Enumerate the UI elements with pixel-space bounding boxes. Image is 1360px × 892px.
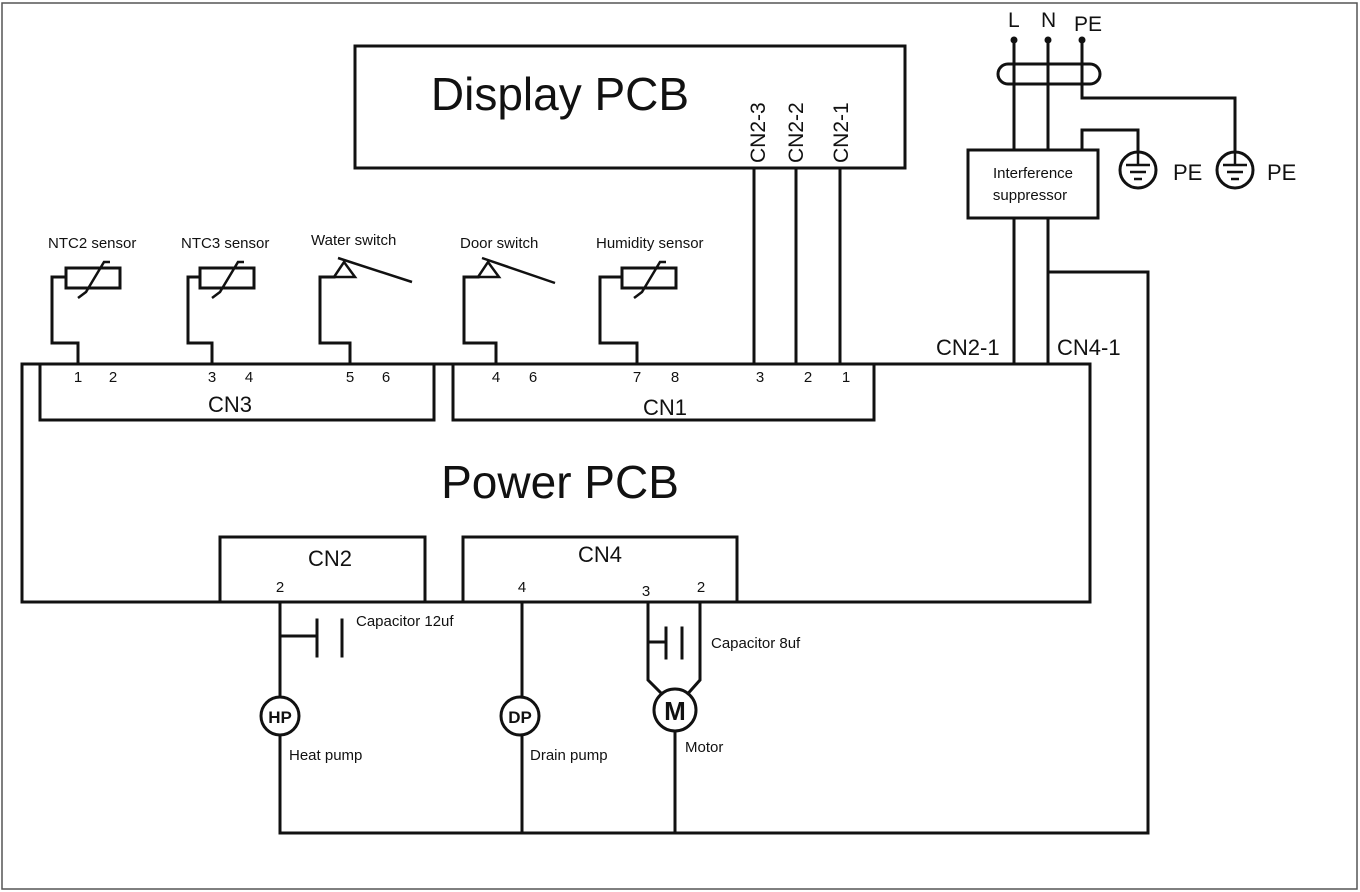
ntc2-sensor-label: NTC2 sensor [48,235,136,252]
cn3-pin: 2 [109,369,117,386]
pe-ground-label-2: PE [1267,160,1296,185]
switch-icon [475,256,556,285]
connector-cn3-label: CN3 [208,392,252,417]
cn4-pin: 3 [642,583,650,600]
capacitor-8uf-label: Capacitor 8uf [711,635,801,652]
door-switch-label: Door switch [460,235,538,252]
heat-pump-symbol: HP [268,708,292,727]
ntc3-sensor-label: NTC3 sensor [181,235,269,252]
mains-l-label: L [1008,9,1020,32]
water-switch-loop [318,275,352,366]
connector-cn2-outline [218,535,427,604]
motor-label: Motor [685,739,723,756]
mains-pe-label: PE [1074,13,1102,36]
drain-pump-label: Drain pump [530,747,608,764]
power-pcb-box [20,362,1092,604]
cn3-pin: 6 [382,369,390,386]
cn1-pin: 3 [756,369,764,386]
drain-pump-symbol: DP [508,708,532,727]
cn1-pin: 7 [633,369,641,386]
ground-icon [1118,150,1158,190]
wire-neutral-return [278,270,1150,835]
heat-pump-label: Heat pump [289,747,362,764]
cn1-pin: 8 [671,369,679,386]
connector-cn4-label: CN4 [578,542,622,567]
wire-motor-2 [681,600,702,701]
thermistor-icon [64,260,122,299]
suppressor-label-2: suppressor [993,187,1067,204]
mains-cn4-1-label: CN4-1 [1057,335,1121,360]
wire-suppressor-ground [1080,128,1140,152]
cn1-pin: 1 [842,369,850,386]
pe-ground-label-1: PE [1173,160,1202,185]
cn3-pin: 1 [74,369,82,386]
mains-n-label: N [1041,9,1056,32]
wire-motor-3 [646,600,669,701]
door-switch-loop [462,275,498,366]
mains-cn2-1-label: CN2-1 [936,335,1000,360]
ntc2-sensor-loop [50,275,80,366]
connector-cn1-outline [451,362,876,422]
heat-pump-icon [259,695,301,737]
interference-suppressor-box [966,148,1100,220]
cn4-pin: 4 [518,579,526,596]
humidity-sensor-label: Humidity sensor [596,235,704,252]
capacitor-icon [315,618,344,658]
display-connector-cn2-1: CN2-1 [830,102,853,163]
connector-cn3-outline [38,362,436,422]
capacitor-icon [664,626,684,660]
cable-sheath [996,62,1102,86]
water-switch-label: Water switch [311,232,396,249]
cn2-pin: 2 [276,579,284,596]
connector-cn2-label: CN2 [308,546,352,571]
power-pcb-title: Power PCB [441,456,679,508]
connector-cn4-outline [461,535,739,604]
capacitor-12uf-label: Capacitor 12uf [356,613,454,630]
display-connector-cn2-2: CN2-2 [785,102,808,163]
ground-icon [1215,150,1255,190]
display-pcb-box [353,44,907,170]
cn3-pin: 5 [346,369,354,386]
cn3-pin: 3 [208,369,216,386]
cn4-pin: 2 [697,579,705,596]
display-pcb-title: Display PCB [431,68,689,120]
motor-symbol: M [664,696,686,726]
thermistor-icon [198,260,256,299]
display-connector-cn2-3: CN2-3 [747,102,770,163]
ntc3-sensor-loop [186,275,214,366]
switch-icon [331,256,413,284]
humidity-sensor-loop [598,275,639,366]
connector-cn1-label: CN1 [643,395,687,420]
cn1-pin: 6 [529,369,537,386]
suppressor-label-1: Interference [993,165,1073,182]
cn1-pin: 4 [492,369,500,386]
drain-pump-icon [499,695,541,737]
cn1-pin: 2 [804,369,812,386]
thermistor-icon [620,260,678,299]
cn3-pin: 4 [245,369,253,386]
wire-pe-to-ground-2 [1080,96,1237,152]
